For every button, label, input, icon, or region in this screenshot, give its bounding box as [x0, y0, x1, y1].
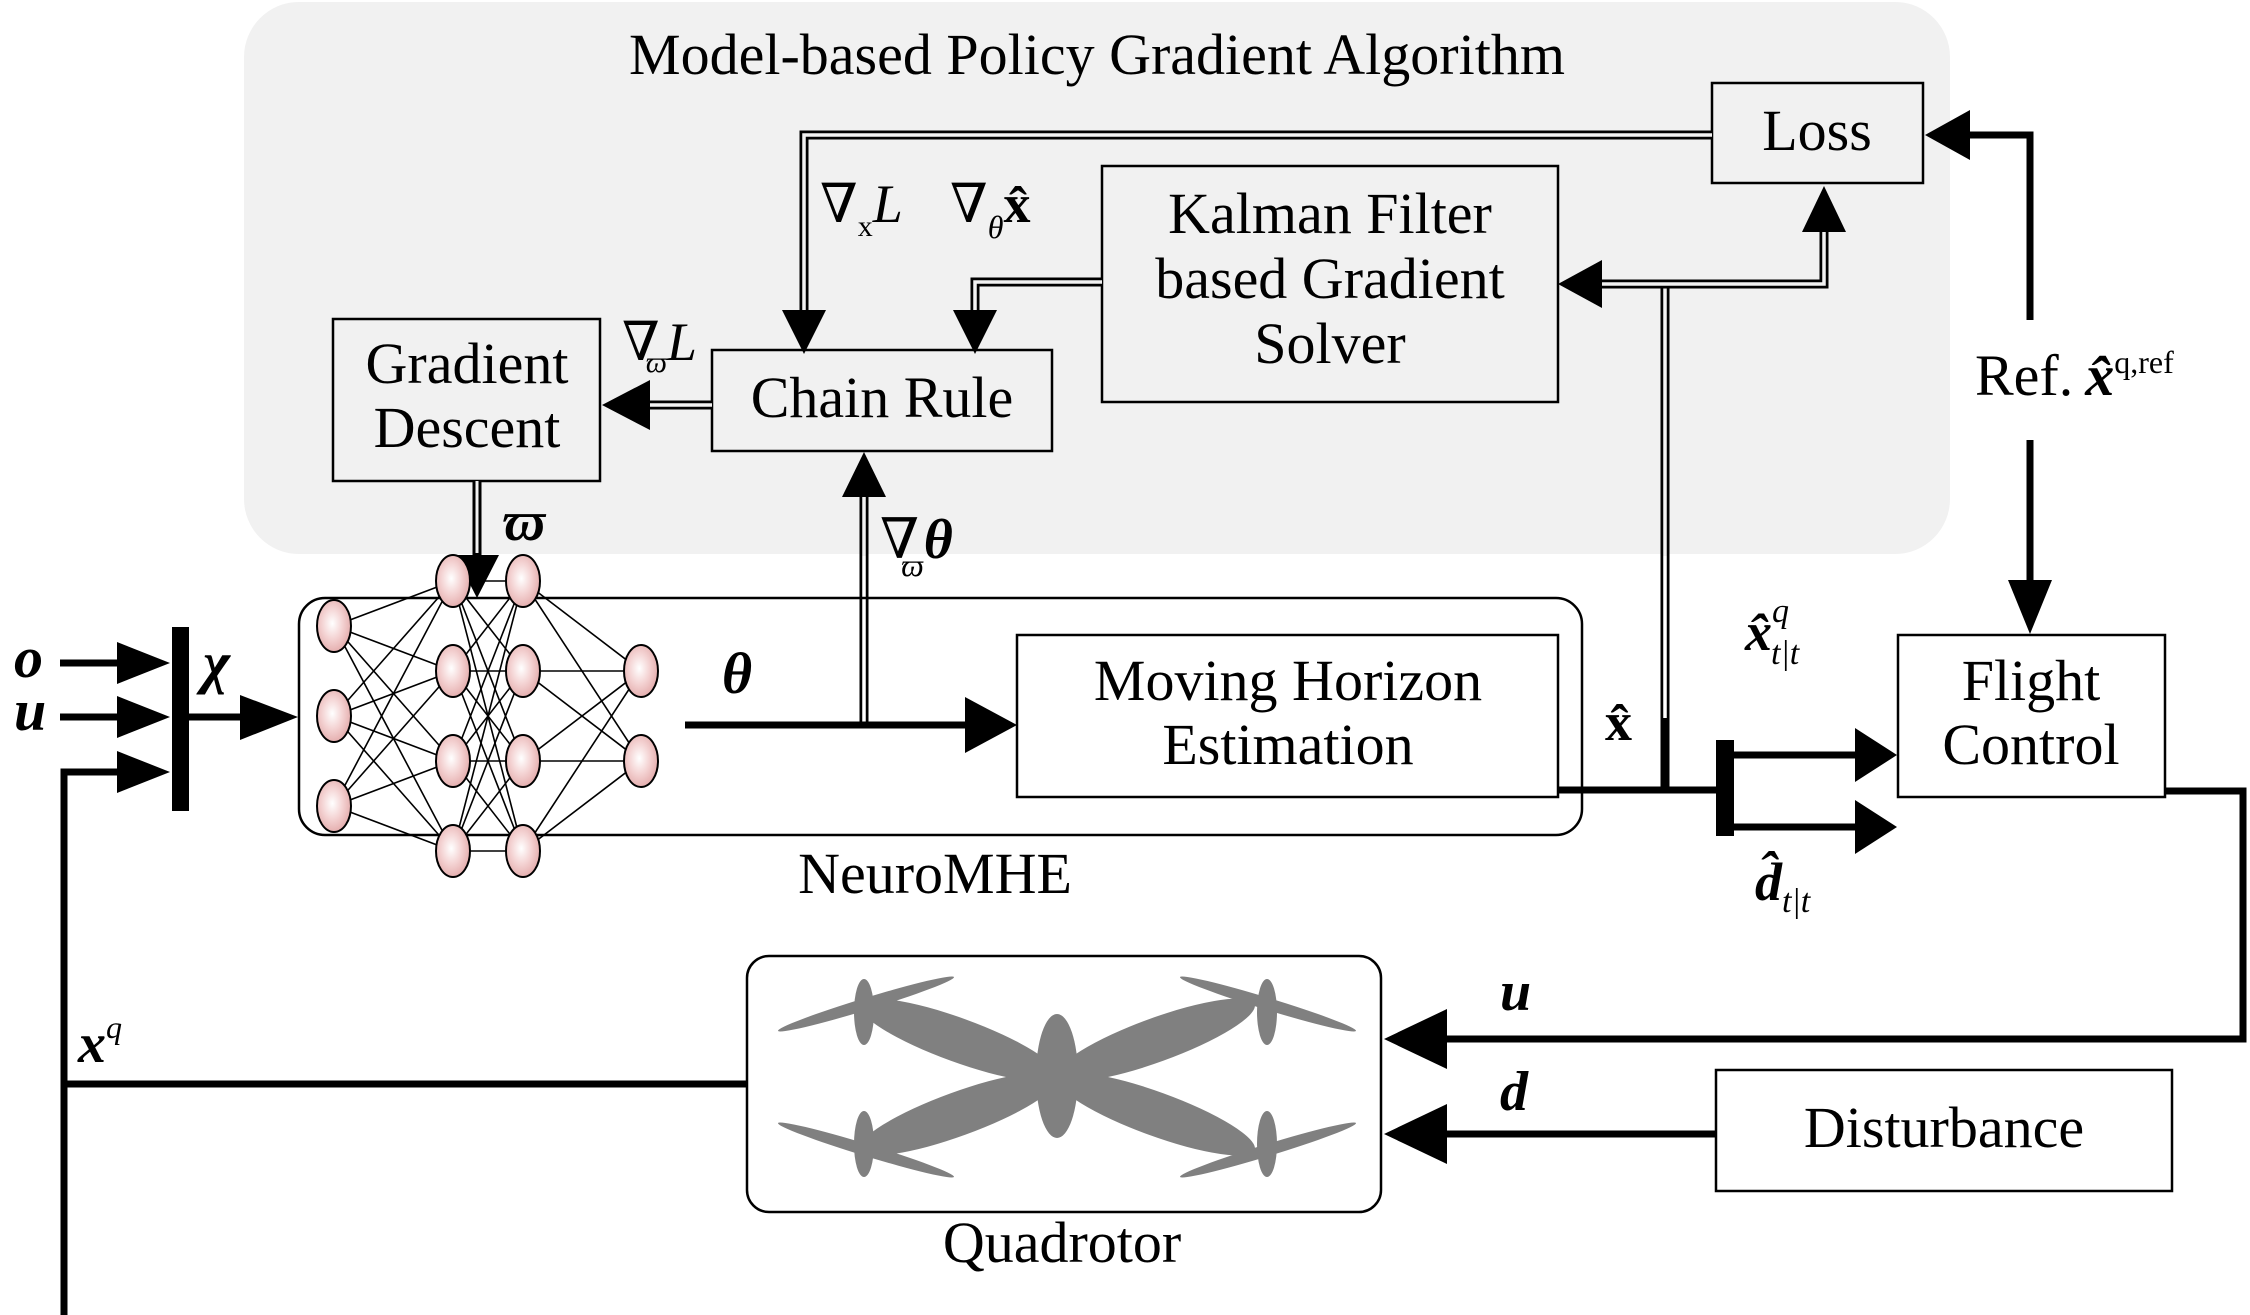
nn-neuron-layer-2 [505, 824, 541, 878]
nn-neuron-layer-0 [316, 779, 352, 833]
flight-control-block: Flight Control [1896, 633, 2167, 799]
state-feedback-line [60, 1080, 747, 1315]
grad-theta-xhat-arrow [953, 277, 1102, 354]
grad-x-L-arrow [782, 130, 1712, 354]
nn-connection [522, 670, 642, 852]
flight-control-line-2: Control [1942, 712, 2119, 777]
nn-connection [522, 670, 642, 762]
nn-neuron-layer-3 [623, 734, 659, 788]
nn-neuron-layer-1 [435, 554, 471, 608]
xhat-feedback-arrows [1558, 186, 1846, 718]
disturbance-block: Disturbance [1714, 1068, 2174, 1193]
theta-arrow [685, 697, 1017, 753]
chi-label: χ [196, 630, 231, 695]
disturbance-arrow [1384, 1104, 1716, 1164]
nn-neuron-layer-0 [316, 599, 352, 653]
theta-label: θ [722, 641, 752, 706]
kalman-line-1: Kalman Filter [1168, 181, 1492, 246]
grad-varpi-L-label: ∇ϖL [622, 312, 697, 379]
chain-rule-block: Chain Rule [710, 348, 1054, 453]
input-mux [60, 627, 298, 1315]
dhat-label: d̂t|t [1755, 850, 1812, 920]
nn-connection [333, 805, 454, 852]
nn-neuron-layer-2 [505, 644, 541, 698]
neuromhe-caption: NeuroMHE [798, 841, 1072, 906]
u-input-label: u [14, 678, 46, 743]
nn-connection [333, 580, 454, 717]
kalman-line-2: based Gradient [1155, 246, 1504, 311]
chain-rule-label: Chain Rule [751, 365, 1014, 430]
disturbance-label: Disturbance [1804, 1095, 2084, 1160]
control-input-arrow [1384, 787, 2247, 1069]
nn-connection [333, 580, 454, 807]
grad-theta-xhat-label: ∇θx̂ [950, 174, 1030, 245]
nn-neuron-layer-1 [435, 644, 471, 698]
nn-neuron-layer-1 [435, 824, 471, 878]
grad-x-L-label: ∇xL [820, 174, 903, 243]
nn-neuron-layer-0 [316, 689, 352, 743]
mhe-line-1: Moving Horizon [1094, 648, 1482, 713]
gradient-descent-line-2: Descent [374, 395, 561, 460]
panel-title: Model-based Policy Gradient Algorithm [629, 22, 1565, 87]
u-control-label: u [1500, 961, 1531, 1023]
quadrotor-caption: Quadrotor [943, 1210, 1181, 1275]
neuromhe-container [297, 596, 1584, 837]
nn-connection [333, 670, 454, 807]
grad-varpi-theta-arrow [842, 452, 886, 725]
gradient-descent-block: Gradient Descent [331, 317, 602, 483]
loss-block: Loss [1710, 81, 1925, 185]
nn-connection [452, 670, 524, 852]
nn-connection [333, 580, 454, 627]
nn-connection [333, 760, 454, 807]
d-label: d [1500, 1061, 1529, 1123]
nn-connection [452, 580, 524, 762]
ref-label: Ref.x̂q,ref [1975, 343, 2174, 408]
estimate-outputs [1558, 718, 1897, 854]
grad-varpi-L-arrow [602, 380, 712, 430]
nn-connection [452, 580, 524, 852]
flight-control-line-1: Flight [1962, 648, 2101, 713]
o-label: o [14, 625, 43, 690]
xhat-label: x̂ [1605, 692, 1632, 752]
varpi-label: ϖ [503, 491, 547, 553]
neural-network [316, 554, 659, 878]
mhe-line-2: Estimation [1162, 712, 1413, 777]
nn-neuron-layer-2 [505, 734, 541, 788]
grad-varpi-theta-label: ∇ϖθ [880, 509, 953, 583]
reference-arrows [1925, 110, 2052, 634]
xq-label: xq [77, 1009, 122, 1075]
nn-neuron-layer-3 [623, 644, 659, 698]
quadrotor-icon [778, 976, 1356, 1178]
nn-neuron-layer-1 [435, 734, 471, 788]
mhe-block: Moving Horizon Estimation [1015, 633, 1560, 799]
kalman-line-3: Solver [1254, 311, 1405, 376]
kalman-filter-block: Kalman Filter based Gradient Solver [1100, 164, 1560, 404]
nn-connection [522, 760, 642, 852]
gradient-descent-line-1: Gradient [366, 331, 569, 396]
loss-label: Loss [1762, 98, 1872, 163]
nn-neuron-layer-2 [505, 554, 541, 608]
nn-connection [522, 580, 642, 672]
